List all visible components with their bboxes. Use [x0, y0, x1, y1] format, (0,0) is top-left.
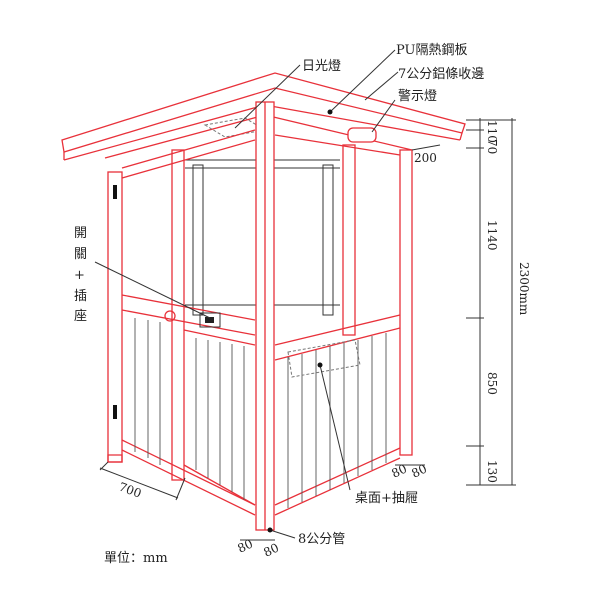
label-desk-drawer: 桌面+抽屜 — [355, 491, 418, 506]
svg-text:座: 座 — [74, 309, 87, 324]
label-warning-light: 警示燈 — [398, 88, 437, 104]
left-wall — [107, 129, 256, 516]
warning-light-icon — [347, 127, 377, 143]
switch-socket-box — [199, 312, 221, 328]
dim-1140: 1140 — [485, 220, 499, 251]
dim-70: 70 — [485, 139, 499, 154]
label-aluminum-edge: 7公分鋁條收邊 — [398, 67, 484, 82]
dim-rear-post-a: 80 — [389, 462, 409, 481]
dim-rear-post-b: 80 — [409, 462, 429, 481]
label-pipe: 8公分管 — [298, 532, 345, 547]
svg-text:插: 插 — [74, 289, 87, 304]
dim-post-b: 80 — [261, 541, 281, 560]
label-fluorescent-light: 日光燈 — [302, 59, 341, 74]
desk-drawer-outline — [287, 339, 361, 378]
right-wall — [274, 127, 413, 516]
roof — [61, 72, 466, 161]
svg-text:關: 關 — [74, 247, 87, 262]
leader-lines — [94, 49, 516, 541]
hinge-icon — [113, 185, 117, 199]
hinge-icon — [113, 405, 117, 419]
dim-130: 130 — [485, 460, 499, 483]
label-switch-socket: 開 關 + 插 座 — [74, 226, 87, 324]
label-unit: 單位：mm — [104, 551, 168, 566]
fluorescent-light-fixture — [203, 117, 267, 138]
dim-850: 850 — [485, 372, 499, 395]
door-knob — [164, 310, 176, 322]
label-pu-panel: PU隔熱鋼板 — [396, 43, 467, 58]
dim-post-a: 80 — [235, 537, 255, 556]
dim-eave: 200 — [414, 151, 437, 165]
svg-text:+: + — [74, 268, 85, 283]
dim-total: 2300mm — [517, 262, 531, 316]
dim-110: 110 — [485, 120, 499, 143]
svg-text:開: 開 — [74, 226, 87, 241]
